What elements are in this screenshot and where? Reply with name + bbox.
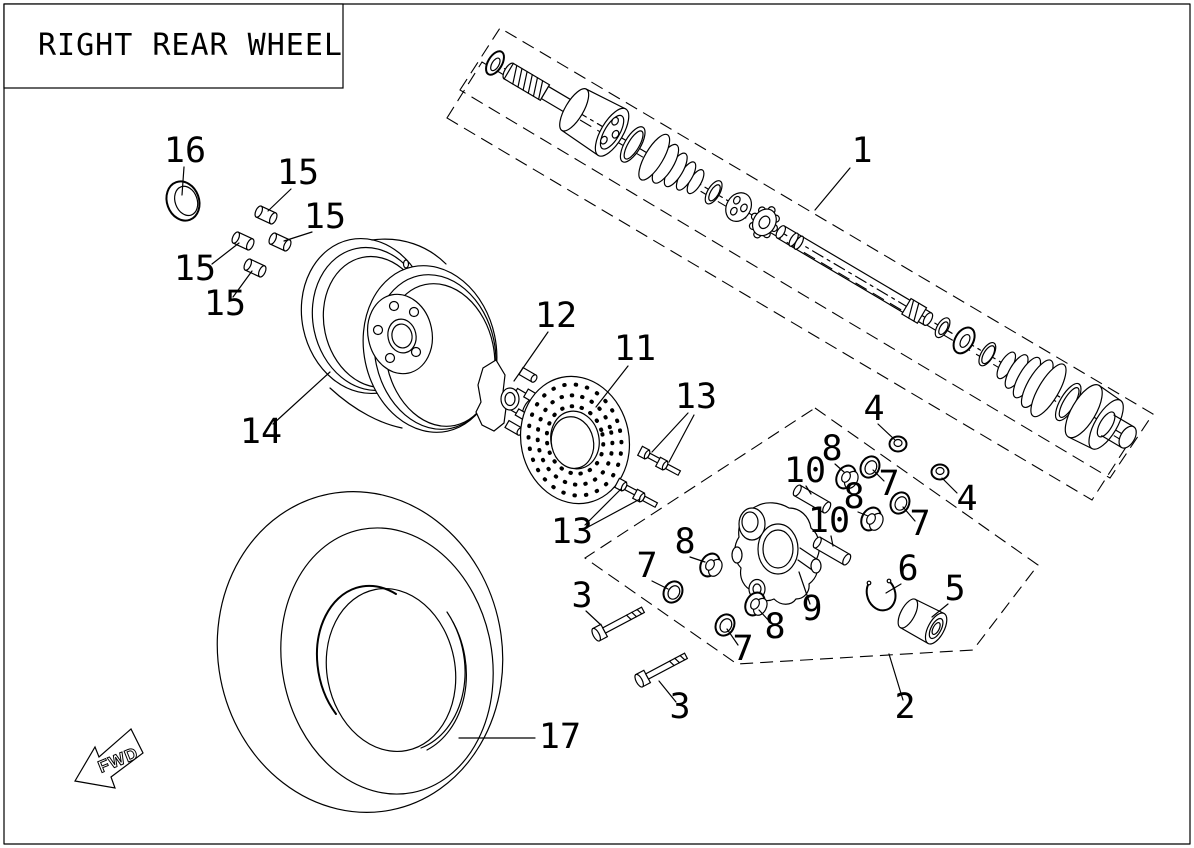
brake-disc bbox=[519, 375, 631, 505]
callout-8-d: 8 bbox=[764, 607, 785, 647]
callout-4-b: 4 bbox=[956, 479, 977, 519]
callout-7-b: 7 bbox=[909, 504, 930, 544]
disc-bolt-d bbox=[631, 488, 659, 509]
callout-15-a: 15 bbox=[277, 153, 319, 193]
callout-10-a: 10 bbox=[784, 451, 826, 491]
seal-d bbox=[714, 613, 736, 637]
bushing-c bbox=[699, 552, 723, 578]
callout-1: 1 bbox=[851, 131, 872, 171]
callout-8-b: 8 bbox=[843, 477, 864, 517]
lug-nut-a bbox=[254, 205, 278, 225]
page-title: RIGHT REAR WHEEL bbox=[38, 28, 343, 63]
callout-8-a: 8 bbox=[821, 429, 842, 469]
callout-5: 5 bbox=[944, 569, 965, 609]
flange-nut-b bbox=[930, 463, 950, 481]
bearing bbox=[897, 598, 948, 645]
lug-nut-b bbox=[268, 232, 292, 252]
pivot-bolt-b bbox=[634, 652, 689, 688]
callout-7-c: 7 bbox=[636, 546, 657, 586]
callout-3-b: 3 bbox=[669, 687, 690, 727]
callout-7-a: 7 bbox=[878, 464, 899, 504]
bushing-d bbox=[744, 591, 768, 617]
bushing-b bbox=[860, 506, 884, 532]
callout-8-c: 8 bbox=[674, 522, 695, 562]
axle-centerline bbox=[489, 59, 1135, 442]
tire bbox=[216, 491, 504, 813]
valve-stem bbox=[402, 259, 410, 269]
disc-bolt-b bbox=[654, 456, 682, 477]
callout-9: 9 bbox=[801, 589, 822, 629]
callout-4-a: 4 bbox=[863, 389, 884, 429]
cv-axle-assembly bbox=[485, 50, 1137, 450]
flange-nut-a bbox=[888, 435, 908, 453]
callout-2: 2 bbox=[894, 687, 915, 727]
callout-15-b: 15 bbox=[304, 197, 346, 237]
circlip bbox=[865, 578, 897, 612]
callout-7-d: 7 bbox=[732, 629, 753, 669]
fwd-arrow: FWD bbox=[74, 728, 144, 789]
bushing-a bbox=[835, 464, 859, 490]
callout-3-a: 3 bbox=[571, 576, 592, 616]
leader-lines bbox=[181, 166, 958, 739]
callout-6: 6 bbox=[897, 549, 918, 589]
knuckle bbox=[731, 502, 822, 605]
callout-16: 16 bbox=[164, 131, 206, 171]
knuckle-assembly-boundary bbox=[584, 407, 1039, 665]
callout-17: 17 bbox=[539, 717, 581, 757]
pivot-pin-b bbox=[812, 536, 852, 566]
seal-c bbox=[662, 580, 684, 604]
callout-14: 14 bbox=[240, 412, 282, 452]
pivot-pin-a bbox=[792, 484, 832, 514]
callout-13-b: 13 bbox=[551, 512, 593, 552]
callout-12: 12 bbox=[535, 296, 577, 336]
title-box: RIGHT REAR WHEEL bbox=[3, 3, 344, 89]
wheel-rim bbox=[300, 237, 498, 433]
seal-cap bbox=[165, 180, 201, 222]
axle-assembly-boundary bbox=[446, 27, 1154, 501]
callout-15-c: 15 bbox=[174, 249, 216, 289]
callout-15-d: 15 bbox=[204, 284, 246, 324]
lug-nut-c bbox=[231, 231, 255, 251]
callout-11: 11 bbox=[614, 329, 656, 369]
page-border bbox=[3, 3, 1191, 845]
lug-nut-d bbox=[243, 258, 267, 278]
pivot-bolt-a bbox=[591, 606, 646, 642]
callout-10-b: 10 bbox=[808, 501, 850, 541]
callout-13-a: 13 bbox=[675, 377, 717, 417]
